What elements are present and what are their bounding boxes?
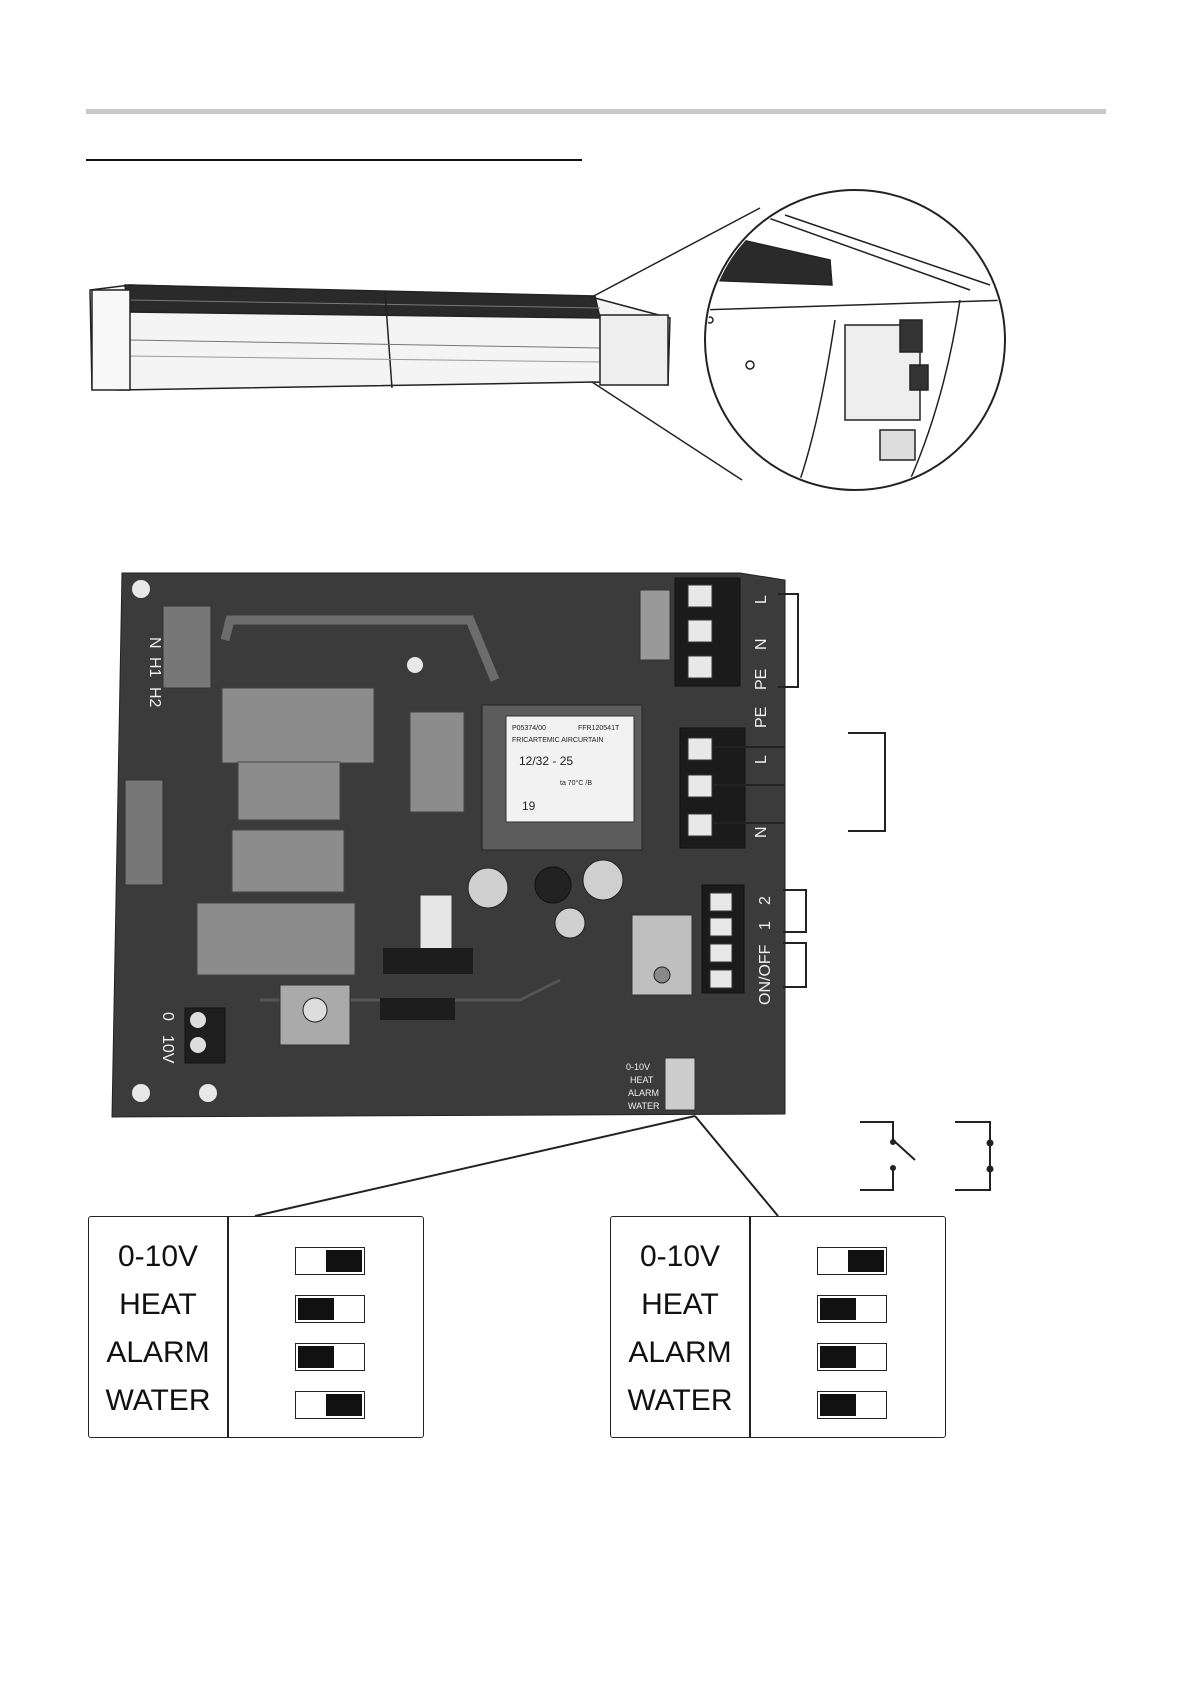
dip-switch-alarm[interactable] (817, 1343, 887, 1371)
ic-chip (380, 998, 455, 1020)
bracket-supply (848, 733, 885, 831)
silk-label-n: N (146, 637, 163, 649)
silk-label-l-supply: L (753, 755, 770, 764)
mount-hole (132, 580, 150, 598)
switch-knob (326, 1250, 362, 1272)
transformer-temp: ta 70°C /B (560, 779, 592, 787)
silk-label-l: L (753, 595, 770, 604)
ic-chip (383, 948, 473, 974)
silk-label-h1: H1 (146, 657, 163, 678)
left-terminal-block (125, 780, 163, 885)
capacitor (468, 868, 508, 908)
dip-panel-left: 0-10V HEAT ALARM WATER (88, 1216, 424, 1438)
switch-knob (820, 1394, 856, 1416)
silk-dip-alarm: ALARM (628, 1088, 659, 1098)
switch-knob (820, 1298, 856, 1320)
mount-hole (407, 657, 423, 673)
transformer-brand: FRICARTEMIC AIRCURTAIN (512, 737, 603, 744)
relay (197, 903, 355, 975)
silk-dip-water: WATER (628, 1101, 660, 1111)
transformer-code-1: P05374/00 (512, 725, 546, 732)
dip-label: 0-10V (611, 1242, 749, 1272)
silk-label-on-off: ON/OFF (757, 944, 774, 1005)
silk-label-0: 0 (159, 1012, 176, 1021)
switch-knob (326, 1394, 362, 1416)
dip-label: 0-10V (89, 1242, 227, 1272)
dip-label: HEAT (611, 1290, 749, 1320)
mount-hole (199, 1084, 217, 1102)
dip-switch-water[interactable] (817, 1391, 887, 1419)
ribbon-connector (420, 895, 452, 953)
silk-dip-heat: HEAT (630, 1075, 654, 1085)
dip-switch-heat[interactable] (817, 1295, 887, 1323)
mount-hole (132, 1084, 150, 1102)
dip-panel-right: 0-10V HEAT ALARM WATER (610, 1216, 946, 1438)
silk-label-1: 1 (757, 921, 774, 930)
pcb-board (112, 573, 785, 1117)
dip-switch-heat[interactable] (295, 1295, 365, 1323)
dip-switch-water[interactable] (295, 1391, 365, 1419)
dip-switch-0-10v[interactable] (817, 1247, 887, 1275)
dip-label: ALARM (611, 1338, 749, 1368)
dip-switch-0-10v[interactable] (295, 1247, 365, 1275)
panel-divider (749, 1217, 751, 1437)
silk-label-pe: PE (753, 707, 770, 728)
capacitor (535, 867, 571, 903)
bracket-control-1 (783, 943, 806, 987)
capacitor (555, 908, 585, 938)
switch-knob (848, 1250, 884, 1272)
bracket-control-2 (783, 890, 806, 932)
callout-line-left (255, 1116, 695, 1216)
switch-knob (298, 1346, 334, 1368)
relay-small (410, 712, 464, 812)
relay (232, 830, 344, 892)
silk-label-2: 2 (757, 896, 774, 905)
silk-label-pe-top: PE (753, 669, 770, 690)
relay (238, 762, 340, 820)
silk-label-n-supply: N (753, 826, 770, 838)
switch-knob (820, 1346, 856, 1368)
dip-label: WATER (611, 1386, 749, 1416)
dip-label: WATER (89, 1386, 227, 1416)
dip-switch-alarm[interactable] (295, 1343, 365, 1371)
transformer-rating: 12/32 - 25 (519, 754, 573, 768)
relay (222, 688, 374, 763)
silk-label-h2: H2 (146, 687, 163, 708)
capacitor (583, 860, 623, 900)
dip-label: HEAT (89, 1290, 227, 1320)
panel-divider (227, 1217, 229, 1437)
switch-symbol (860, 1122, 993, 1190)
silk-label-10v: 10V (159, 1035, 176, 1064)
transformer-code-2: FFR120541T (578, 725, 620, 732)
dip-switch-block (665, 1058, 695, 1110)
silk-dip-0-10v: 0-10V (626, 1062, 650, 1072)
fan-connector (163, 606, 211, 688)
switch-knob (298, 1298, 334, 1320)
transformer-number: 19 (522, 799, 536, 813)
callout-line-right (695, 1116, 778, 1216)
dip-label: ALARM (89, 1338, 227, 1368)
silk-label-n-top: N (753, 638, 770, 650)
